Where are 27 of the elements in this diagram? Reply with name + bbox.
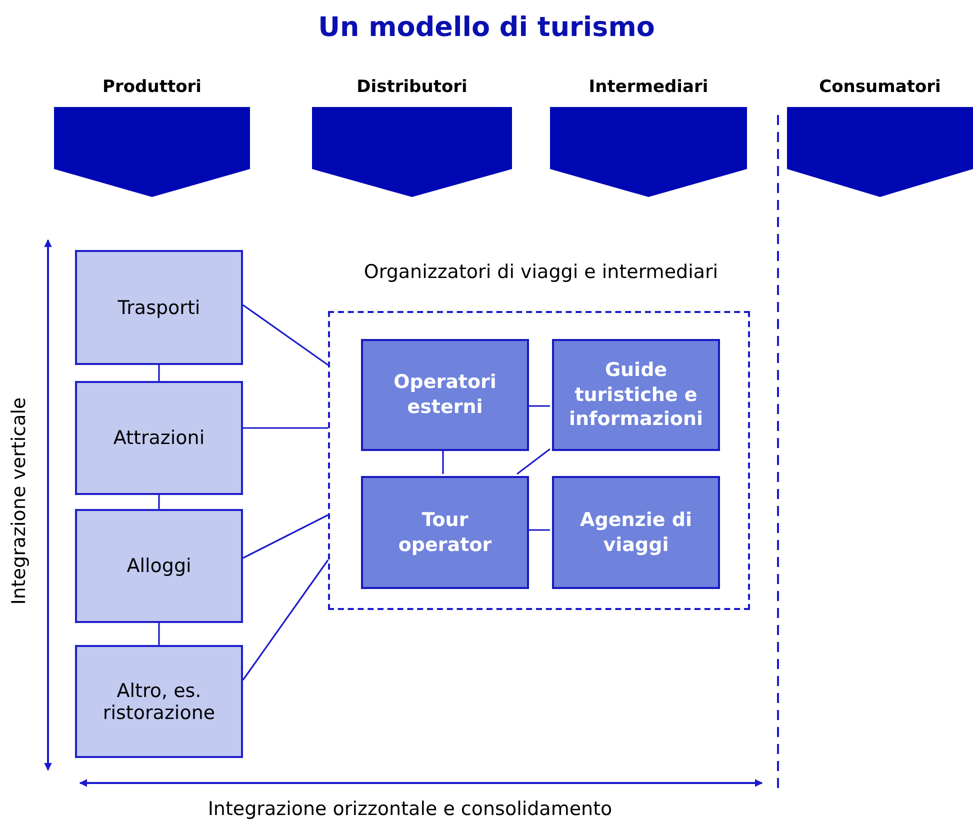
connector-line — [527, 405, 550, 407]
connector-line — [516, 448, 550, 475]
column-heading: Consumatori — [818, 77, 942, 97]
group-heading: Organizzatori di viaggi e intermediari — [362, 261, 720, 283]
connector-line — [158, 623, 160, 645]
process-box: Alloggi — [75, 509, 243, 623]
connector-line — [527, 529, 550, 531]
diagram-title: Un modello di turismo — [317, 12, 656, 43]
connector-line — [242, 304, 328, 366]
connector-line — [442, 449, 444, 474]
connector-line — [158, 495, 160, 509]
process-box: Guide turistiche e informazioni — [552, 339, 720, 451]
process-box: Tour operator — [361, 476, 529, 589]
column-heading: Produttori — [102, 77, 202, 97]
column-heading: Distributori — [356, 77, 468, 97]
axis-label: Integrazione verticale — [8, 396, 30, 607]
process-box: Agenzie di viaggi — [552, 476, 720, 589]
connector-line — [243, 427, 328, 429]
column-heading: Intermediari — [588, 77, 710, 97]
process-box: Trasporti — [75, 250, 243, 365]
connector-line — [242, 514, 328, 559]
connector-line — [242, 560, 329, 680]
process-box: Attrazioni — [75, 381, 243, 495]
connector-line — [158, 365, 160, 381]
process-box: Altro, es. ristorazione — [75, 645, 243, 758]
process-box: Operatori esterni — [361, 339, 529, 451]
axis-label: Integrazione orizzontale e consolidamento — [206, 798, 614, 820]
